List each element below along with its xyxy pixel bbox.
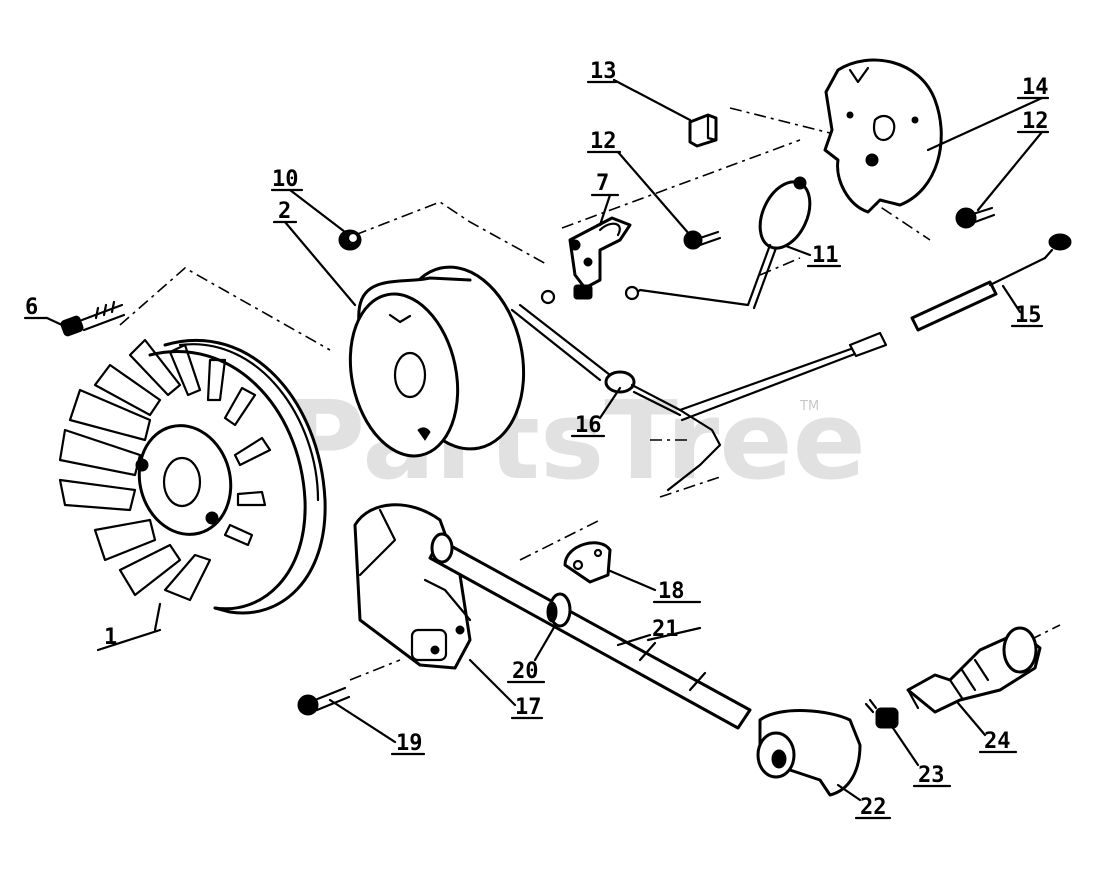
callout-leaders [45,78,1044,802]
breaker-bracket-7 [568,216,632,300]
grommet-16 [510,289,888,492]
svg-text:24: 24 [984,729,1011,754]
callout-1: 1 [96,625,162,652]
callout-20: 20 [506,659,546,684]
callout-2: 2 [272,199,298,224]
tube-21 [428,532,752,730]
svg-text:14: 14 [1022,75,1049,100]
svg-text:17: 17 [515,695,542,720]
callout-11: 11 [806,243,842,268]
callout-12-left: 12 [586,129,622,154]
screw-12b [955,206,996,229]
svg-text:12: 12 [1022,109,1049,134]
svg-text:18: 18 [658,579,685,604]
svg-text:22: 22 [860,795,887,820]
svg-text:10: 10 [272,167,299,192]
nut-10 [338,229,362,251]
callout-12-right: 12 [1016,109,1050,134]
collar-20 [546,592,572,628]
callout-24: 24 [978,729,1018,754]
callout-16: 16 [570,413,606,438]
svg-text:16: 16 [575,413,602,438]
watermark-trademark: TM [799,399,819,414]
svg-text:7: 7 [596,171,609,196]
screw-12a [683,230,722,250]
callout-21: 21 [646,617,702,642]
callout-6: 6 [23,295,49,320]
screw-19 [297,686,351,716]
flywheel [58,338,327,615]
breaker-plate-14 [823,58,943,214]
spark-plug-24 [906,626,1042,714]
callout-13: 13 [586,59,618,84]
svg-text:15: 15 [1015,303,1042,328]
svg-text:13: 13 [590,59,617,84]
block-13 [688,113,718,148]
callout-10: 10 [270,167,304,192]
callout-23: 23 [912,763,952,788]
callout-19: 19 [390,731,426,756]
svg-text:6: 6 [25,295,38,320]
alignment-lines [119,107,1061,681]
ignition-coil-17 [353,503,472,670]
clip-18 [563,541,612,584]
svg-text:19: 19 [396,731,423,756]
callout-22: 22 [854,795,892,820]
spring-23 [864,698,899,729]
svg-text:11: 11 [812,243,839,268]
callout-labels: 6 10 2 7 12 13 14 12 [23,59,1050,820]
callout-14: 14 [1016,75,1050,100]
magneto-rotor [348,265,526,458]
spark-plug-boot-22 [756,709,862,797]
condenser-11 [624,176,812,310]
svg-text:12: 12 [590,129,617,154]
svg-text:20: 20 [512,659,539,684]
callout-17: 17 [510,695,544,720]
callout-18: 18 [652,579,702,604]
callout-7: 7 [590,171,620,197]
lead-terminal-15 [910,233,1072,332]
svg-text:23: 23 [918,763,945,788]
callout-15: 15 [1010,303,1044,328]
svg-text:2: 2 [278,199,291,224]
screw-6 [60,300,126,337]
